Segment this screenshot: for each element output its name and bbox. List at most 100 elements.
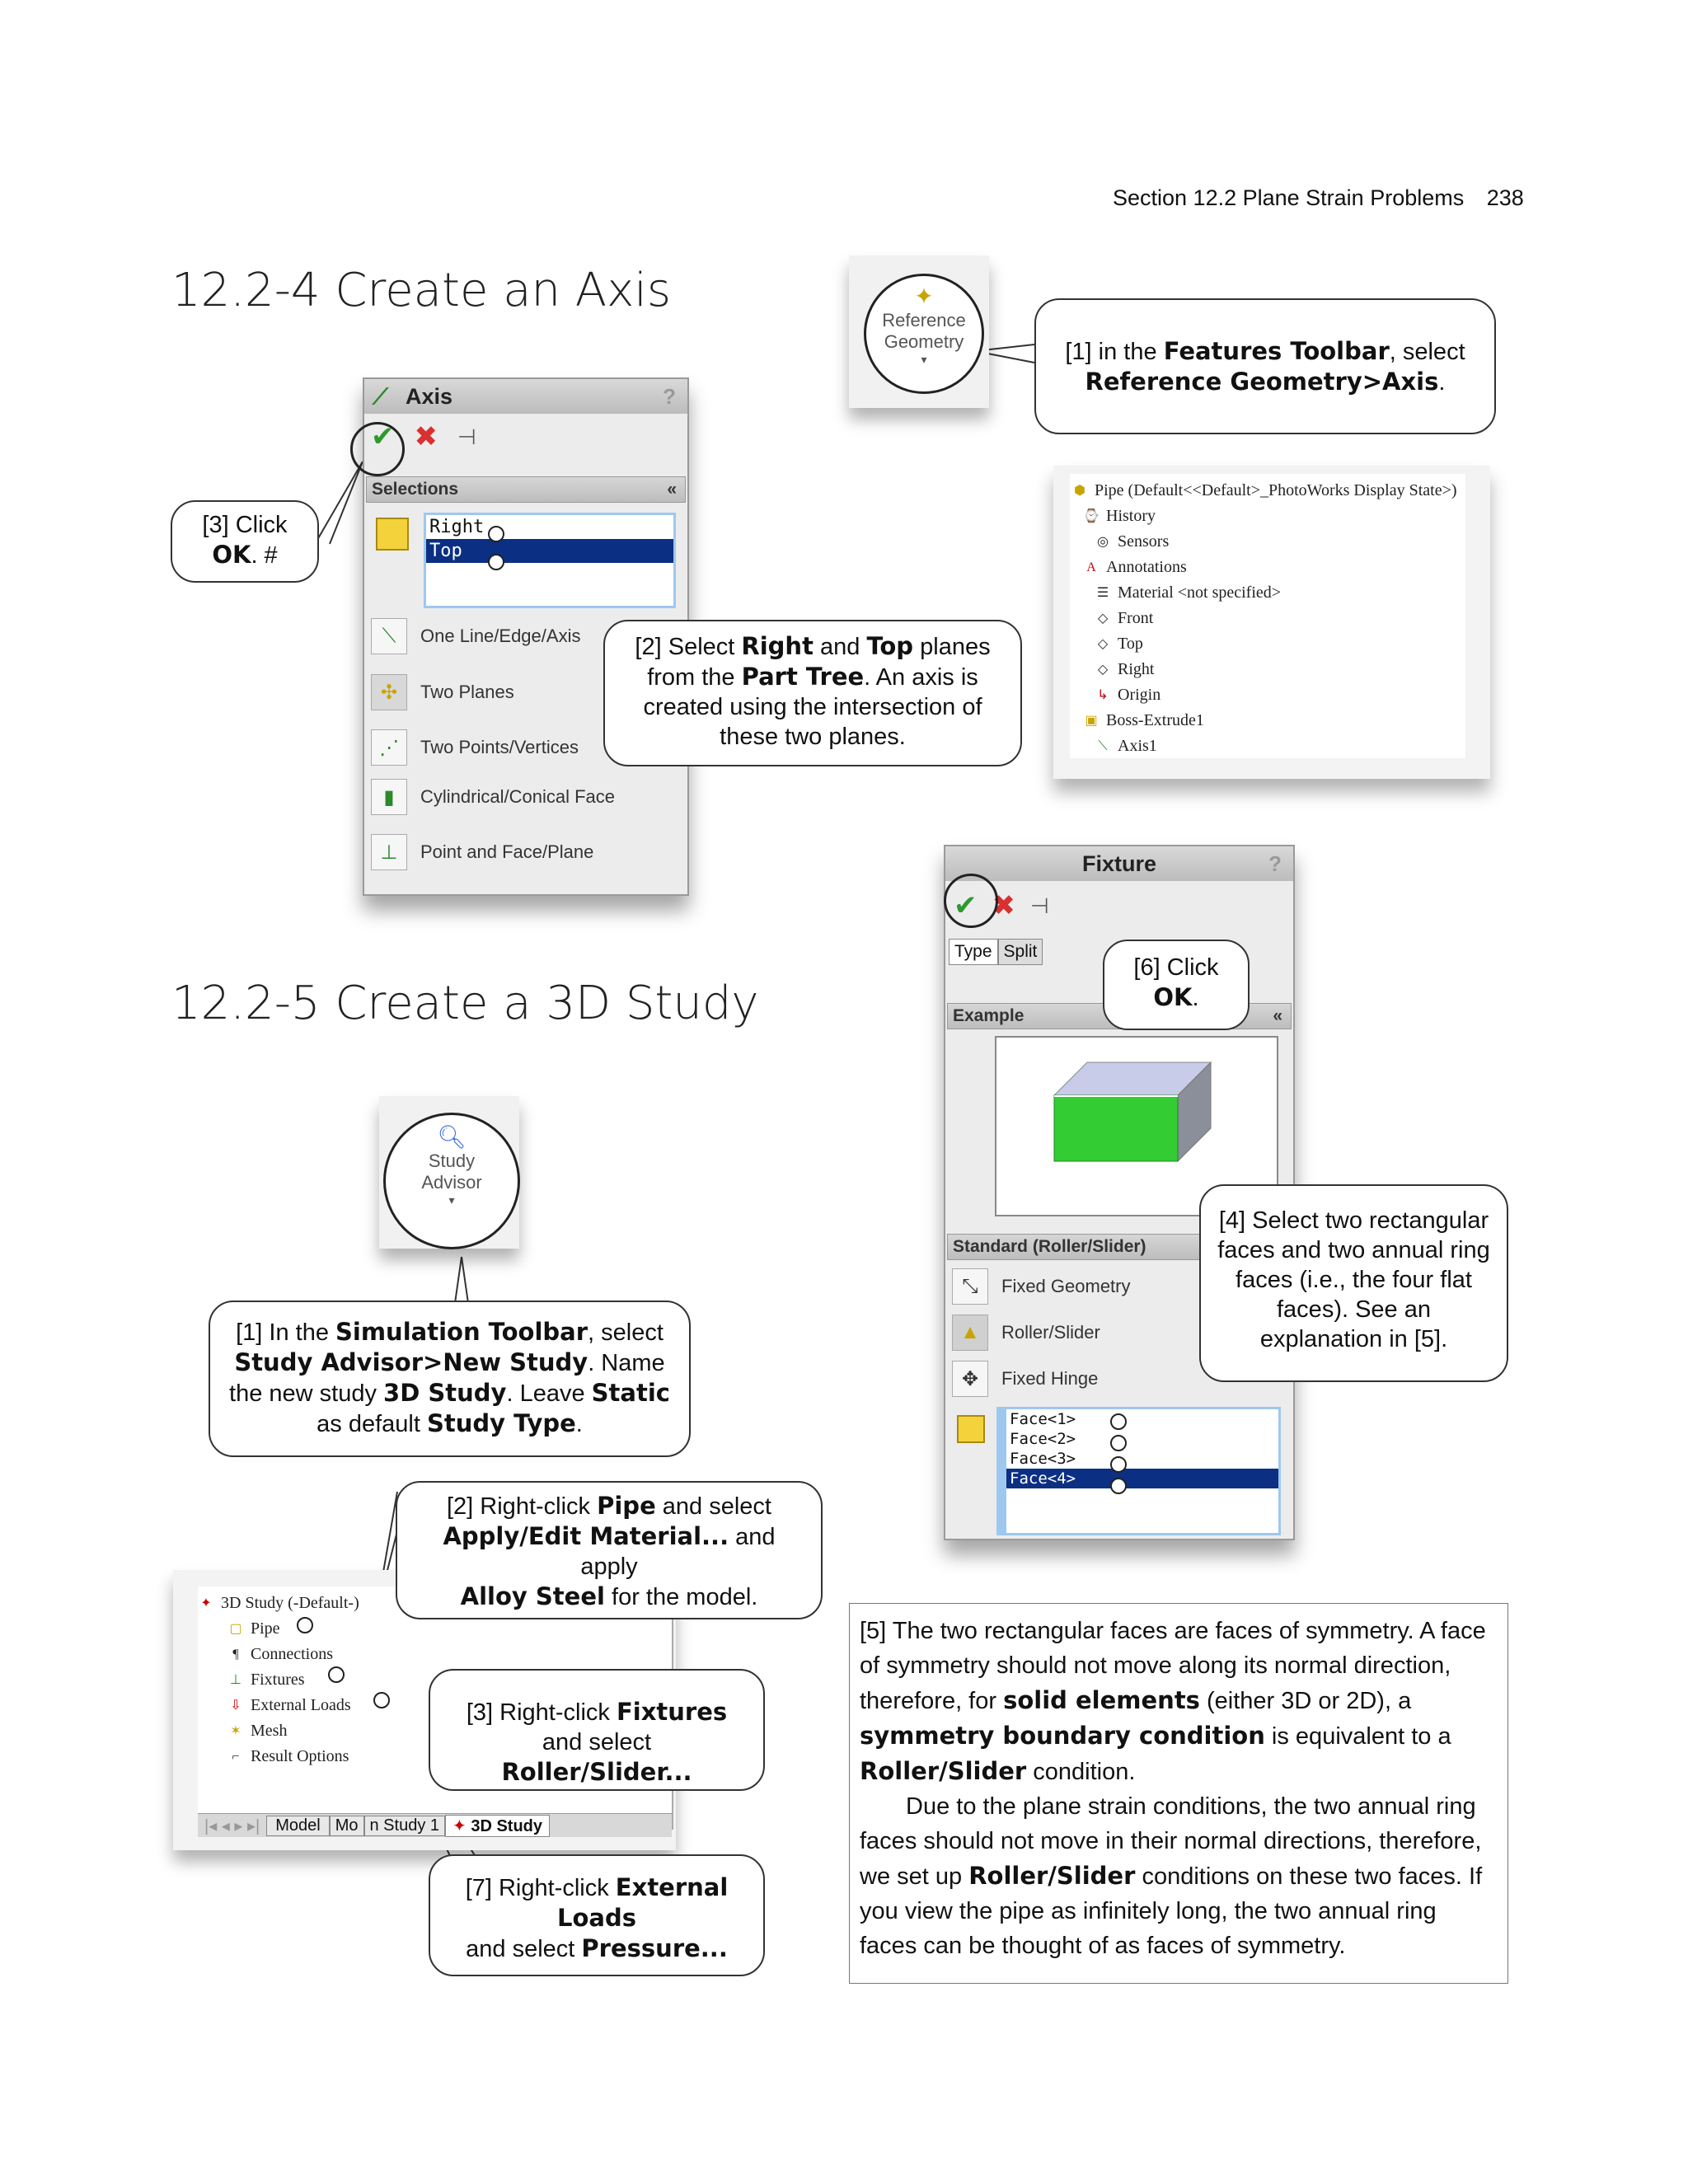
axis-icon: ⟋ [373,384,388,409]
top-marker [488,554,504,570]
option-two-planes[interactable]: ✣Two Planes [371,674,514,710]
callout-select-planes: [2] Select Right and Top planes from the… [603,620,1022,766]
reference-geometry-button[interactable]: ✦ Reference Geometry ▾ [864,274,984,394]
origin-icon: ↳ [1097,687,1109,702]
help-icon[interactable]: ? [663,384,676,409]
study-advisor-label-1: Study [428,1151,476,1171]
running-header: Section 12.2 Plane Strain Problems 238 [1113,185,1524,211]
tree-item-boss-extrude[interactable]: ▣Boss-Extrude1 [1071,708,1457,733]
note-paragraph-1: [5] The two rectangular faces are faces … [860,1618,1486,1785]
note-paragraph-2: Due to the plane strain conditions, the … [860,1793,1483,1959]
magnifier-icon: 🔍︎ [437,1124,467,1150]
tab-nav-arrows-icon[interactable]: |◂ ◂ ▸ ▸| [204,1816,260,1835]
tree-item-pipe[interactable]: ⬢Pipe (Default<<Default>_PhotoWorks Disp… [1071,478,1457,504]
callout-select-faces: [4] Select two rectangular faces and two… [1199,1184,1508,1382]
face-marker [1110,1478,1127,1494]
collapse-icon[interactable]: « [667,480,677,499]
tree-item-mesh[interactable]: ✶Mesh [198,1718,359,1744]
tree-item-axis1[interactable]: ⟍Axis1 [1071,733,1457,759]
tree-item-3d-study[interactable]: ✦3D Study (-Default-) [198,1591,359,1616]
plane-icon: ◇ [1097,636,1109,651]
material-icon: ☰ [1096,585,1109,600]
ok-highlight-ring [944,874,998,928]
reference-geometry-icon: ✦ [914,284,934,309]
external-loads-icon: ⇩ [230,1698,241,1713]
selections-header[interactable]: Selections « [366,476,686,503]
fixed-geometry-icon: ⤡ [952,1268,988,1305]
fixed-hinge-icon: ✥ [952,1361,988,1397]
option-fixed-hinge[interactable]: ✥Fixed Hinge [952,1361,1098,1397]
tree-item-front[interactable]: ◇Front [1071,606,1457,631]
study-advisor-button[interactable]: 🔍︎ Study Advisor ▾ [383,1113,520,1249]
fixtures-icon: ⊥ [230,1672,241,1687]
tree-item-top[interactable]: ◇Top [1071,631,1457,657]
history-icon: ⌚ [1083,509,1100,523]
tree-item-right[interactable]: ◇Right [1071,657,1457,682]
axis-property-manager: ⟋ Axis ? ✔ ✖ ⊣ Selections « Right Top ⟍O… [363,377,689,896]
study-icon: ✦ [452,1816,467,1835]
tab-type[interactable]: Type [949,939,998,965]
pushpin-icon[interactable]: ⊣ [457,424,476,449]
roller-slider-icon: ▲ [952,1315,988,1351]
simulation-study-tree: ✦3D Study (-Default-) ▢Pipe ¶Connections… [198,1591,359,1769]
selection-face-icon [376,518,409,551]
list-item-face4[interactable]: Face<4> [1006,1469,1278,1488]
callout-features-toolbar: [1] in the Features Toolbar, select Refe… [1034,298,1496,434]
tab-split[interactable]: Split [997,939,1043,965]
extrude-icon: ▣ [1085,713,1098,728]
tree-item-connections[interactable]: ¶Connections [198,1642,359,1667]
tree-item-result-options[interactable]: ⌐Result Options [198,1744,359,1769]
example-image [995,1036,1278,1216]
mesh-icon: ✶ [230,1723,241,1738]
help-icon[interactable]: ? [1268,851,1282,876]
two-planes-icon: ✣ [371,674,407,710]
callout-apply-material: [2] Right-click Pipe and select Apply/Ed… [396,1481,823,1619]
callout-simulation-toolbar: [1] In the Simulation Toolbar, select St… [209,1301,691,1457]
tab-model[interactable]: Model [266,1815,330,1836]
option-roller-slider[interactable]: ▲Roller/Slider [952,1315,1100,1351]
option-fixed-geometry[interactable]: ⤡Fixed Geometry [952,1268,1131,1305]
tree-item-external-loads[interactable]: ⇩External Loads [198,1693,359,1718]
ok-highlight-ring [350,422,405,476]
list-item-face3[interactable]: Face<3> [1010,1450,1076,1468]
fixtures-marker [328,1666,345,1683]
face-selection-list[interactable]: Face<1> Face<2> Face<3> Face<4> [996,1407,1281,1535]
face-marker [1110,1435,1127,1451]
plane-icon: ◇ [1097,662,1109,677]
option-point-face-plane[interactable]: ⊥Point and Face/Plane [371,834,593,870]
tree-item-material[interactable]: ☰Material <not specified> [1071,580,1457,606]
list-item-face1[interactable]: Face<1> [1010,1410,1076,1428]
study-advisor-label-2: Advisor [421,1172,482,1193]
selection-face-icon [957,1415,985,1443]
list-item-right[interactable]: Right [429,517,485,537]
collapse-icon[interactable]: « [1273,1006,1282,1025]
pushpin-icon[interactable]: ⊣ [1030,893,1049,918]
standard-header[interactable]: Standard (Roller/Slider) [947,1234,1201,1260]
tree-item-pipe[interactable]: ▢Pipe [198,1616,359,1642]
tab-study-1[interactable]: n Study 1 [363,1815,446,1836]
tree-item-sensors[interactable]: ◎Sensors [1071,529,1457,555]
tree-item-fixtures[interactable]: ⊥Fixtures [198,1667,359,1693]
tab-3d-study[interactable]: ✦ 3D Study [445,1814,551,1837]
list-item-top[interactable]: Top [426,539,673,563]
tab-motion[interactable]: Mo [329,1815,364,1836]
option-cylindrical-face[interactable]: ▮Cylindrical/Conical Face [371,779,615,815]
option-two-points[interactable]: ⋰Two Points/Vertices [371,729,579,766]
list-item-face2[interactable]: Face<2> [1010,1430,1076,1448]
axis-selection-list[interactable]: Right Top [424,513,676,608]
option-one-line-edge-axis[interactable]: ⟍One Line/Edge/Axis [371,618,580,654]
sensor-icon: ◎ [1097,534,1109,549]
section-title-axis: 12.2-4 Create an Axis [171,264,671,317]
cancel-x-icon[interactable]: ✖ [414,421,438,452]
face-marker [1110,1456,1127,1473]
tree-item-history[interactable]: ⌚History [1083,507,1156,525]
study-tabs-bar: |◂ ◂ ▸ ▸| Model Mo n Study 1 ✦ 3D Study [198,1813,672,1837]
axis-icon: ⟍ [1098,738,1108,753]
tree-item-origin[interactable]: ↳Origin [1071,682,1457,708]
plane-icon: ◇ [1097,611,1109,626]
feature-manager-tree: ⬢Pipe (Default<<Default>_PhotoWorks Disp… [1071,478,1457,759]
annotation-icon: A [1086,560,1096,574]
study-icon: ✦ [200,1596,212,1610]
